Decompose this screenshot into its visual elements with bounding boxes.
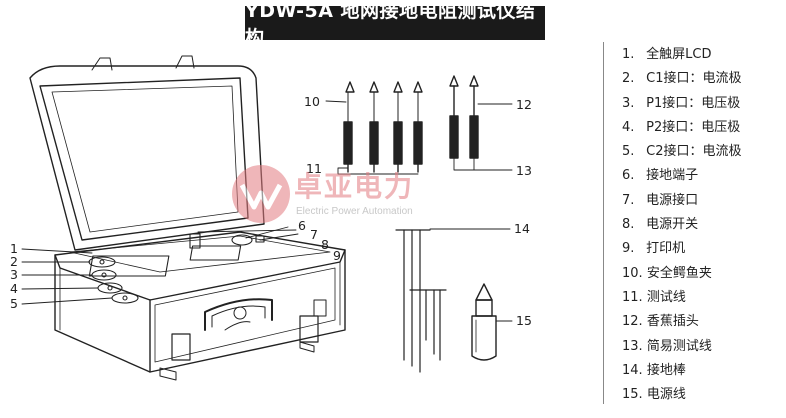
callout-3: 3 (10, 267, 18, 282)
simple-test-leads (449, 75, 513, 171)
legend-text: P2接口：电压极 (646, 119, 741, 135)
legend-number: 3. (622, 95, 635, 111)
legend-text: 打印机 (646, 241, 686, 257)
callout-leaders (21, 226, 299, 305)
brand-name-en: Electric Power Automation (296, 206, 413, 217)
callout-5: 5 (10, 296, 18, 311)
legend-number: 12. (622, 314, 643, 330)
callout-11: 11 (306, 161, 322, 176)
callout-8: 8 (321, 237, 329, 252)
legend-item: 8. 电源开关 (622, 213, 742, 237)
control-panel (69, 233, 331, 304)
brand-name-cn: 卓亚电力 (294, 170, 415, 203)
test-leads (325, 81, 423, 175)
legend-number: 2. (622, 71, 635, 87)
legend-number: 10. (622, 265, 643, 281)
legend-text: C2接口：电流极 (646, 144, 742, 160)
case-base (54, 231, 346, 381)
legend-text: 安全鳄鱼夹 (646, 265, 712, 281)
callout-6: 6 (298, 218, 306, 233)
legend-number: 11. (622, 289, 643, 305)
legend-number: 13. (622, 338, 643, 354)
callout-15: 15 (516, 313, 532, 328)
legend-text: 全触屏LCD (646, 47, 712, 62)
legend-item: 15. 电源线 (622, 383, 742, 407)
legend-number: 15. (622, 387, 643, 403)
callout-14: 14 (514, 221, 530, 236)
legend-text: 测试线 (646, 289, 686, 305)
legend-item: 7. 电源接口 (622, 189, 742, 213)
legend-number: 9. (622, 241, 635, 257)
legend-item: 3. P1接口：电压极 (622, 92, 742, 116)
legend-number: 4. (622, 119, 635, 135)
legend-text: 电源开关 (646, 217, 699, 233)
legend-text: 简易测试线 (646, 338, 712, 354)
brand-watermark: 卓亚电力 Electric Power Automation (230, 163, 460, 233)
legend-item: 2. C1接口：电流极 (622, 67, 742, 91)
callout-10: 10 (304, 94, 320, 109)
legend-text: 电源线 (646, 387, 686, 403)
legend-item: 1. 全触屏LCD (622, 43, 742, 67)
parts-legend: 1. 全触屏LCD 2. C1接口：电流极 3. P1接口：电压极 4. P2接… (622, 43, 742, 407)
legend-item: 11. 测试线 (622, 286, 742, 310)
legend-item: 9. 打印机 (622, 237, 742, 261)
brand-logo-icon (232, 165, 290, 223)
ground-rods (395, 228, 511, 373)
instrument-diagram (21, 55, 513, 381)
callout-2: 2 (10, 254, 18, 269)
legend-number: 7. (622, 192, 635, 208)
legend-item: 4. P2接口：电压极 (622, 116, 742, 140)
legend-item: 14. 接地棒 (622, 359, 742, 383)
legend-item: 5. C2接口：电流极 (622, 140, 742, 164)
legend-text: 香蕉插头 (646, 314, 699, 330)
diagram-title: YDW-5A 地网接地电阻测试仪结构 (245, 0, 545, 49)
legend-text: 接地棒 (646, 362, 686, 378)
legend-number: 6. (622, 168, 635, 184)
legend-text: 电源接口 (646, 192, 699, 208)
legend-item: 13. 简易测试线 (622, 335, 742, 359)
legend-item: 10. 安全鳄鱼夹 (622, 262, 742, 286)
case-lid (29, 55, 265, 251)
callout-7: 7 (310, 227, 318, 242)
legend-number: 5. (622, 144, 635, 160)
legend-item: 12. 香蕉插头 (622, 310, 742, 334)
legend-item: 6. 接地端子 (622, 164, 742, 188)
callout-1: 1 (10, 241, 18, 256)
callout-9: 9 (333, 248, 341, 263)
legend-text: P1接口：电压极 (646, 95, 741, 111)
legend-number: 8. (622, 217, 635, 233)
callout-12: 12 (516, 97, 532, 112)
legend-number: 1. (622, 47, 635, 62)
legend-text: C1接口：电流极 (646, 71, 742, 87)
legend-text: 接地端子 (646, 168, 699, 184)
power-cord (471, 283, 513, 361)
legend-number: 14. (622, 362, 643, 378)
legend-divider (603, 42, 604, 404)
callout-4: 4 (10, 281, 18, 296)
callout-13: 13 (516, 163, 532, 178)
